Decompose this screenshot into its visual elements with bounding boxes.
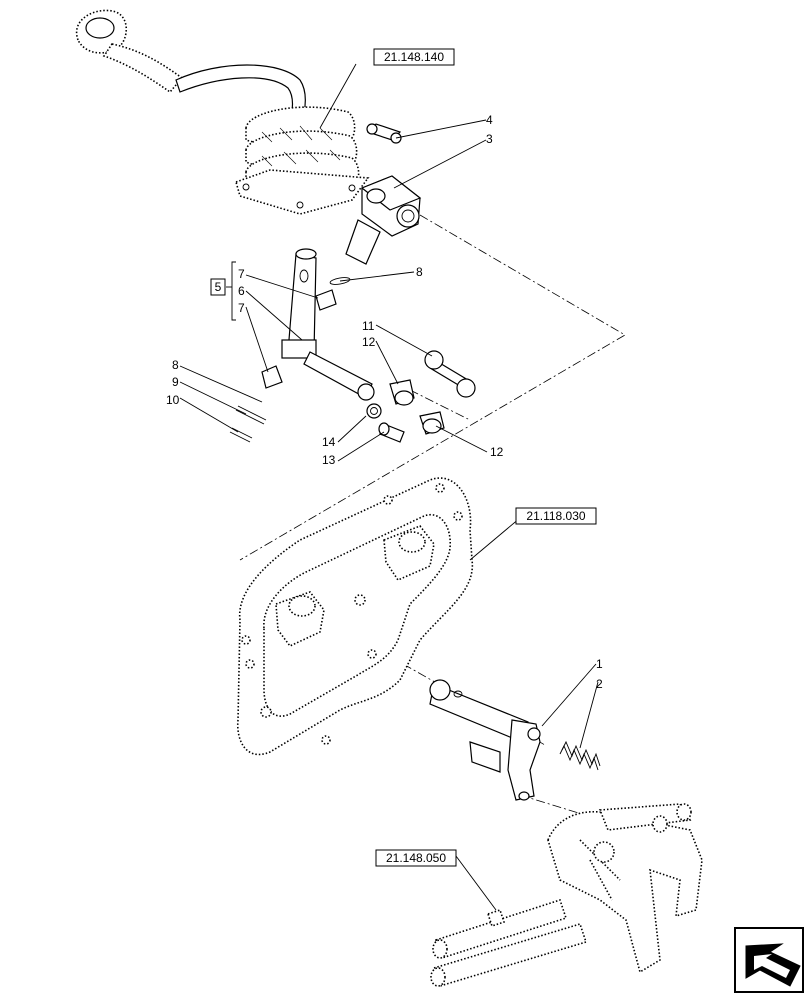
reference-box-housing[interactable]: 21.118.030 [515,507,597,525]
shaft-part-11 [424,350,476,398]
reference-box-fork-shafts[interactable]: 21.148.050 [375,849,457,867]
screw-part-13 [378,422,405,443]
reference-fork-shafts-label: 21.148.050 [386,851,446,865]
callout-5-box [210,278,226,296]
callout-10: 10 [166,393,180,407]
pins-part-9-10 [229,405,267,443]
gearbox-cover-plate [236,477,474,756]
callout-12-upper: 12 [362,335,376,349]
callout-2: 2 [596,677,603,691]
callout-11: 11 [362,319,375,333]
callout-7-lower: 7 [238,301,245,315]
selector-block-part-3 [345,175,422,265]
reference-box-gear-lever[interactable]: 21.148.140 [373,48,455,66]
pin-part-4 [366,123,402,144]
callout-6: 6 [238,284,245,298]
callout-3: 3 [486,132,493,146]
callout-4: 4 [486,113,493,127]
spring-part-2 [559,740,601,771]
callout-9: 9 [172,375,179,389]
callout-labels: 4 3 8 5 7 6 7 8 9 10 11 12 14 13 12 1 2 [166,113,603,691]
callout-5: 5 [215,280,222,294]
plug-part-12-upper [389,379,415,406]
callout-14: 14 [322,435,336,449]
gear-lever-assembly [75,9,370,215]
small-parts [261,277,382,419]
plug-part-12-lower [419,411,445,435]
shift-shaft-part-1 [429,679,541,801]
navigation-arrow-icon[interactable] [734,927,804,993]
callout-8-lower: 8 [172,358,179,372]
callout-12-lower: 12 [490,445,504,459]
leader-lines [179,63,599,911]
callout-8-upper: 8 [416,265,423,279]
fork-shafts-assembly [430,803,703,987]
reference-housing-label: 21.118.030 [526,509,585,523]
callout-1: 1 [596,657,603,671]
callout-7-upper: 7 [238,267,245,281]
callout-13: 13 [322,453,336,467]
reference-gear-lever-label: 21.148.140 [384,50,444,64]
lever-shaft-part-6 [281,248,375,401]
